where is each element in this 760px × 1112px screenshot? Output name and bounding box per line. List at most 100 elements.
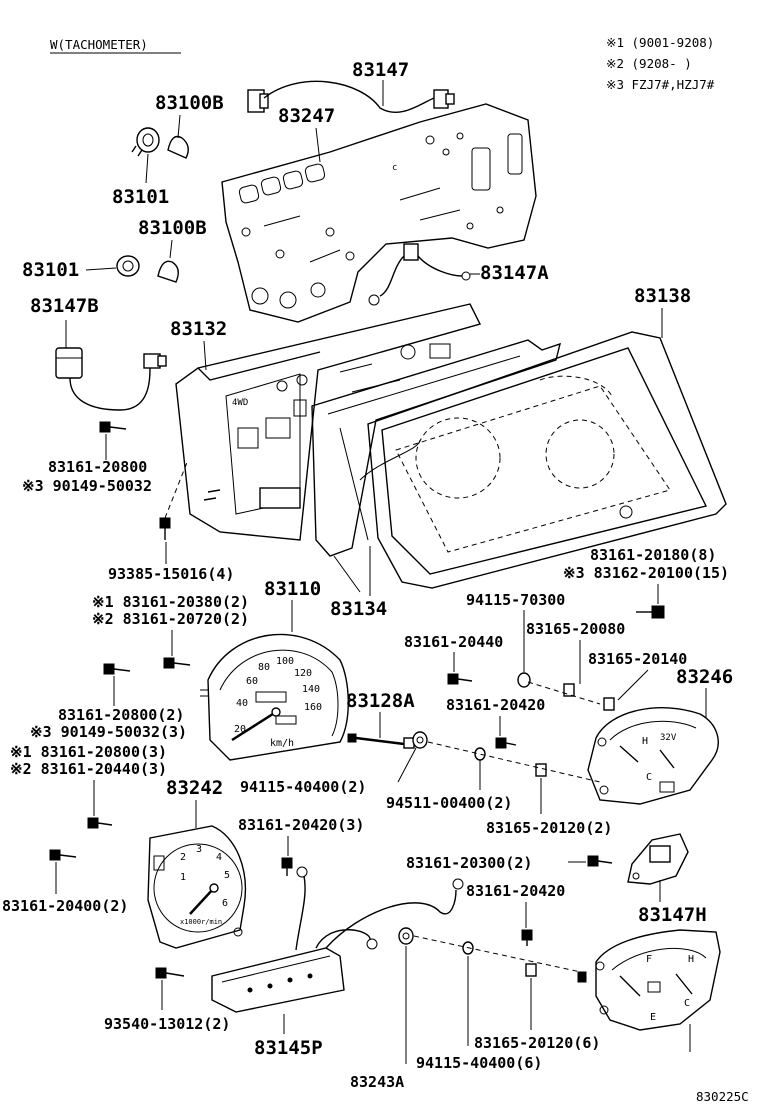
screw-83161-20380 xyxy=(163,657,191,669)
part-label-83165-20140: 83165-20140 xyxy=(588,650,687,668)
part-label-83242: 83242 xyxy=(166,777,223,799)
meter-plate-83134 xyxy=(311,339,561,557)
part-label-94115-70300: 94115-70300 xyxy=(466,591,565,609)
speedo-tick-100: 100 xyxy=(276,656,294,667)
part-label-83101-upper: 83101 xyxy=(112,186,169,208)
part-label-83247: 83247 xyxy=(278,105,335,127)
screw-83161-20440-lower xyxy=(87,817,113,829)
leader-83247 xyxy=(315,127,321,163)
part-label-83162-20100: ※3 83162-20100(15) xyxy=(563,564,729,582)
part-label-83161-20800-upper: 83161-20800 xyxy=(48,458,147,476)
part-label-93385-15016: 93385-15016(4) xyxy=(108,565,234,583)
fuel-f-label: F xyxy=(646,954,652,965)
leader-83101-upper xyxy=(145,153,149,184)
part-label-83161-20420-tacho: 83161-20420(3) xyxy=(238,816,364,834)
guide-line-93385 xyxy=(164,459,189,519)
screw-83161-20800-upper xyxy=(99,421,127,433)
part-label-94511-00400-upper: 94511-00400(2) xyxy=(386,794,512,812)
note-3: ※3 FZJ7#,HZJ7# xyxy=(606,77,715,92)
part-label-83246: 83246 xyxy=(676,666,733,688)
part-label-83145p: 83145P xyxy=(254,1037,323,1059)
part-label-83161-20800-s1: ※1 83161-20800(3) xyxy=(10,743,167,761)
tacho-unit-label: x1000r/min xyxy=(180,918,222,926)
diagram-code: 830225C xyxy=(696,1089,749,1104)
part-label-83161-20420-mid: 83161-20420 xyxy=(446,696,545,714)
screw-83161-20420-tacho xyxy=(281,857,293,876)
speedo-tick-140: 140 xyxy=(302,684,320,695)
speedometer-83110: 20 40 60 80 100 120 140 160 km/h xyxy=(200,633,349,761)
nut-83165-20140 xyxy=(603,697,615,711)
guide-line-lower-nuts xyxy=(413,935,591,975)
leader-83100b-upper xyxy=(177,114,181,139)
part-label-90149-50032-mid: ※3 90149-50032(3) xyxy=(30,723,187,741)
part-label-83165-20120-upper: 83165-20120(2) xyxy=(486,819,612,837)
temp-c-label-lower: C xyxy=(684,998,690,1009)
part-label-93540-13012: 93540-13012(2) xyxy=(104,1015,230,1033)
variant-label: W(TACHOMETER) xyxy=(50,37,148,52)
part-label-83161-20180: 83161-20180(8) xyxy=(590,546,716,564)
screw-83161-20400 xyxy=(49,849,77,861)
tacho-tick-2: 2 xyxy=(180,852,186,863)
part-label-83132: 83132 xyxy=(170,318,227,340)
nut-83165-20080 xyxy=(563,683,575,697)
part-label-83101-lower: 83101 xyxy=(22,259,79,281)
part-label-83138: 83138 xyxy=(634,285,691,307)
part-label-83147: 83147 xyxy=(352,59,409,81)
part-label-83128a: 83128A xyxy=(346,690,415,712)
part-label-83161-20440-s2: ※2 83161-20440(3) xyxy=(10,760,167,778)
part-label-83161-20380: ※1 83161-20380(2) xyxy=(92,593,249,611)
nut-83165-20120-upper xyxy=(535,763,547,777)
temp-c-label: C xyxy=(646,772,652,783)
temp-h-label: H xyxy=(642,736,648,747)
part-label-83161-20800-mid: 83161-20800(2) xyxy=(58,706,184,724)
part-label-83134: 83134 xyxy=(330,598,387,620)
part-label-90149-50032-upper: ※3 90149-50032 xyxy=(22,477,152,495)
wire-harness-83147b xyxy=(55,347,167,411)
wire-harness-83145p xyxy=(211,866,464,1013)
screw-83161-20800-mid xyxy=(103,663,131,675)
speedo-tick-120: 120 xyxy=(294,668,312,679)
part-label-83165-20120-lower: 83165-20120(6) xyxy=(474,1034,600,1052)
wire-harness-83147 xyxy=(247,80,455,113)
tacho-tick-3: 3 xyxy=(196,844,202,855)
tacho-tick-4: 4 xyxy=(216,852,222,863)
tacho-tick-5: 5 xyxy=(224,870,230,881)
part-label-83110: 83110 xyxy=(264,578,321,600)
part-label-83100b-upper: 83100B xyxy=(155,92,224,114)
wire-harness-83147a xyxy=(368,243,471,306)
leader-83165-20140 xyxy=(617,669,649,701)
leader-83132 xyxy=(203,340,207,371)
guide-line-speedo xyxy=(427,741,601,783)
wire-harness-83147h xyxy=(627,833,689,885)
meter-glass-83138 xyxy=(367,331,727,589)
bulb-83100b-lower xyxy=(157,260,179,283)
pcb-c-mark: c xyxy=(392,163,397,173)
screw-83161-20180 xyxy=(636,605,665,619)
washer-94511-00400-upper xyxy=(474,747,486,761)
guide-line-upper-nuts xyxy=(527,681,601,705)
speedo-tick-80: 80 xyxy=(258,662,270,673)
screw-83161-20300 xyxy=(568,855,613,867)
part-label-83161-20720: ※2 83161-20720(2) xyxy=(92,610,249,628)
part-label-83161-20440-mid: 83161-20440 xyxy=(404,633,503,651)
speedo-tick-160: 160 xyxy=(304,702,322,713)
tacho-tick-1: 1 xyxy=(180,872,186,883)
tachometer-83242: 1 2 3 4 5 6 x1000r/min xyxy=(147,825,246,949)
screw-83161-20440-mid xyxy=(447,673,473,685)
part-label-94115-40400-upper: 94115-40400(2) xyxy=(240,778,366,796)
speedo-tick-40: 40 xyxy=(236,698,248,709)
nut-83165-20120-lower xyxy=(525,963,537,977)
part-label-83161-20300: 83161-20300(2) xyxy=(406,854,532,872)
bulb-socket-83101-upper xyxy=(131,127,160,157)
screw-93540-13012 xyxy=(155,967,185,979)
bulb-socket-83101-lower xyxy=(116,255,140,277)
part-label-83147b: 83147B xyxy=(30,295,99,317)
leader-83101-lower xyxy=(85,267,117,271)
multi-gauge-83246: H C 32V xyxy=(587,707,719,805)
part-label-83147a: 83147A xyxy=(480,262,549,284)
panel-4wd-label: 4WD xyxy=(232,398,248,408)
part-label-94511-00400-lower: 94115-40400(6) xyxy=(416,1054,542,1072)
leader-83100b-lower xyxy=(169,239,173,259)
leader-94115-40400-upper xyxy=(397,747,417,783)
